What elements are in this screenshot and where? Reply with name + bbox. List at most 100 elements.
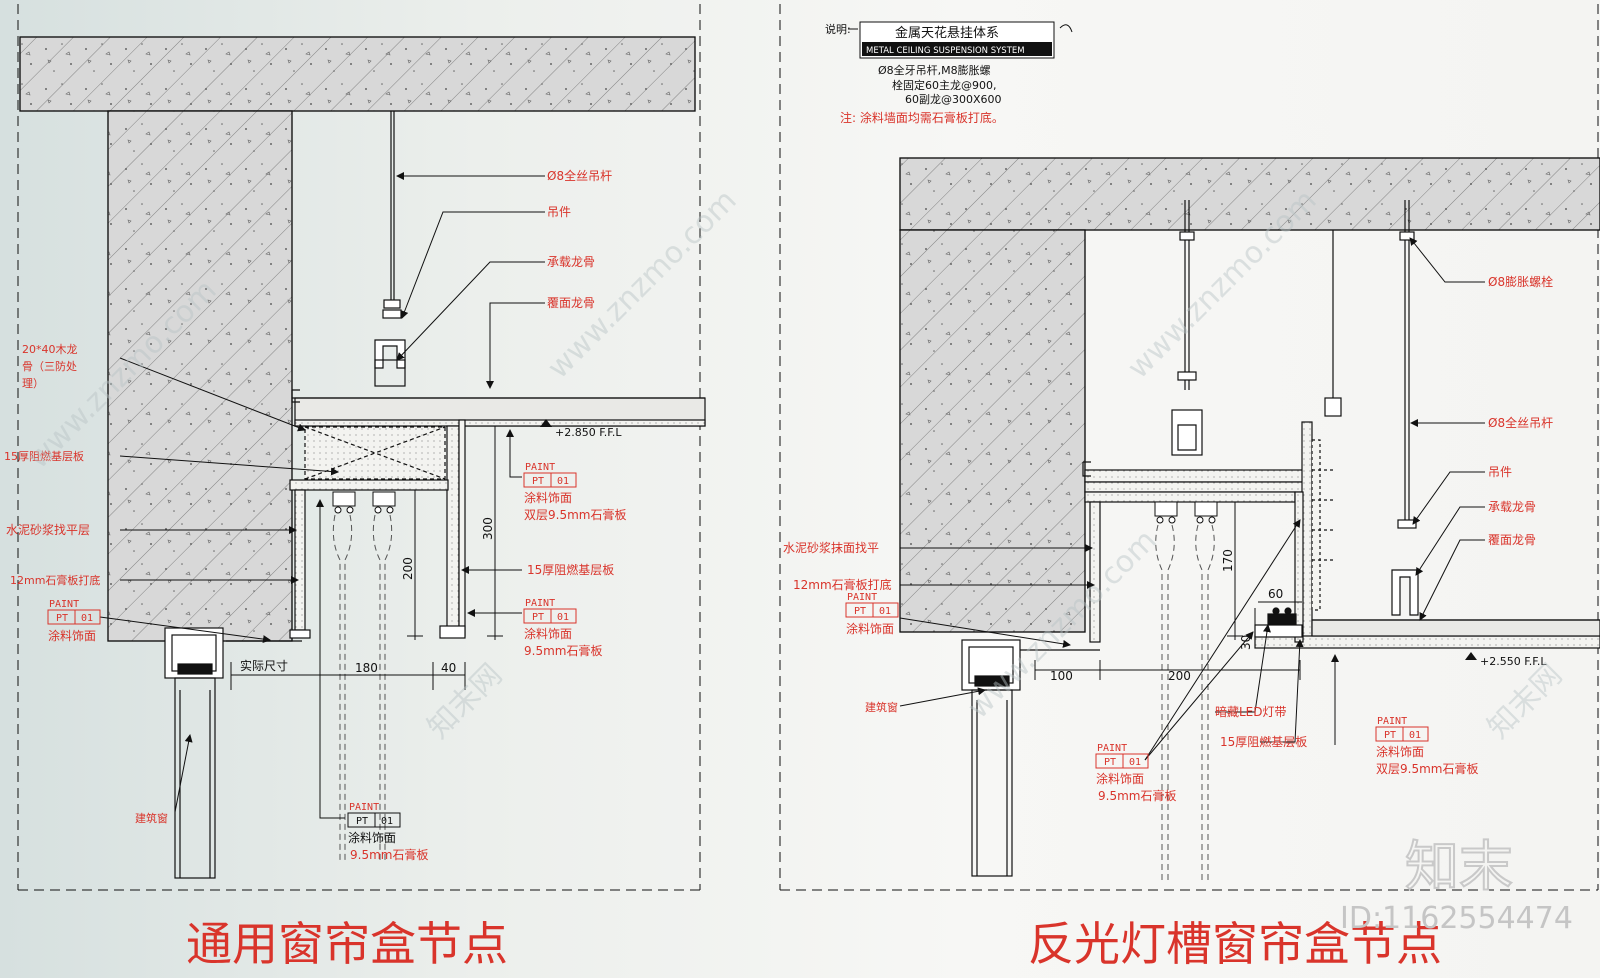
svg-text:PAINT: PAINT [525, 598, 555, 609]
left-window [164, 627, 224, 879]
left-label-window: 建筑窗 [135, 811, 168, 825]
svg-text:PAINT: PAINT [49, 599, 79, 610]
right-concrete [899, 157, 1600, 633]
svg-text:PT: PT [356, 816, 368, 827]
dim-100: 100 [1050, 669, 1073, 683]
left-paint-tag-2: PAINT PT 01 涂料饰面 [47, 599, 101, 643]
svg-text:双层9.5mm石膏板: 双层9.5mm石膏板 [1376, 761, 1478, 776]
right-label-bolt: Ø8膨胀螺栓 [1488, 274, 1553, 289]
right-window [961, 639, 1021, 877]
svg-text:涂料饰面: 涂料饰面 [1096, 771, 1144, 786]
left-curtain-tracks [332, 491, 396, 514]
system-en: METAL CEILING SUSPENSION SYSTEM [866, 46, 1025, 56]
svg-text:01: 01 [1409, 730, 1421, 741]
svg-text:01: 01 [381, 816, 393, 827]
svg-text:PAINT: PAINT [1097, 743, 1127, 754]
spec-line-2: 栓固定60主龙@900, [892, 78, 997, 92]
left-leaders [99, 172, 545, 819]
left-ceiling [226, 111, 706, 642]
spec-line-1: Ø8全牙吊杆,M8膨胀螺 [878, 63, 991, 77]
left-curtains [332, 514, 393, 860]
right-label-cement: 水泥砂浆抹面找平 [783, 540, 879, 555]
left-label-gypsum-base: 12mm石膏板打底 [10, 573, 100, 587]
system-cn: 金属天花悬挂体系 [895, 25, 999, 41]
svg-text:01: 01 [879, 606, 891, 617]
right-level-marker [1465, 652, 1477, 660]
right-label-window: 建筑窗 [865, 700, 898, 714]
dim-40: 40 [441, 661, 456, 675]
svg-text:PAINT: PAINT [1377, 716, 1407, 727]
left-label-cement: 水泥砂浆找平层 [6, 522, 90, 537]
svg-text:PAINT: PAINT [525, 462, 555, 473]
svg-text:涂料饰面: 涂料饰面 [48, 628, 96, 643]
left-label-hanger: 吊件 [547, 205, 571, 219]
right-label-base-board: 15厚阻燃基层板 [1220, 734, 1307, 749]
left-label-base-board-right: 15厚阻燃基层板 [527, 562, 614, 577]
right-frame [779, 4, 1599, 891]
svg-text:01: 01 [557, 476, 569, 487]
dim-60: 60 [1268, 587, 1283, 601]
svg-text:01: 01 [1129, 757, 1141, 768]
svg-text:PT: PT [1104, 757, 1116, 768]
left-paint-tag-1: PAINT PT 01 涂料饰面 双层9.5mm石膏板 [523, 462, 626, 522]
left-label-wood-keel-3: 理） [22, 377, 44, 390]
right-label-cover-keel: 覆面龙骨 [1488, 533, 1536, 547]
image-id: ID:1162554474 [1340, 901, 1573, 936]
svg-text:9.5mm石膏板: 9.5mm石膏板 [524, 643, 602, 658]
right-label-hanger: 吊件 [1488, 465, 1512, 479]
dim-170: 170 [1221, 549, 1235, 572]
dim-180: 180 [355, 661, 378, 675]
svg-text:www.znzmo.com: www.znzmo.com [541, 183, 744, 386]
svg-text:涂料饰面: 涂料饰面 [1376, 744, 1424, 759]
svg-text:PT: PT [1384, 730, 1396, 741]
right-leaders [899, 237, 1485, 761]
left-label-wood-keel-2: 骨（三防处 [22, 359, 77, 373]
left-concrete [19, 36, 696, 642]
svg-text:PT: PT [56, 613, 68, 624]
svg-text:涂料饰面: 涂料饰面 [348, 830, 396, 845]
svg-text:01: 01 [557, 612, 569, 623]
spec-line-3: 60副龙@300X600 [905, 93, 1002, 106]
right-level: +2.550 F.F.L [1480, 655, 1547, 668]
left-dimensions [230, 425, 503, 690]
remark: 注: 涂料墙面均需石膏板打底。 [840, 110, 1004, 125]
svg-text:涂料饰面: 涂料饰面 [846, 621, 894, 636]
right-label-main-keel: 承载龙骨 [1488, 500, 1536, 514]
svg-text:知末网: 知末网 [1481, 657, 1569, 745]
left-frame [17, 4, 701, 891]
right-curtains [1155, 524, 1215, 880]
svg-text:PT: PT [532, 612, 544, 623]
right-label-hanger-rod: Ø8全丝吊杆 [1488, 415, 1553, 430]
left-label-cover-keel: 覆面龙骨 [547, 296, 595, 310]
right-label-gypsum-base: 12mm石膏板打底 [793, 577, 892, 592]
right-title: 反光灯槽窗帘盒节点 [1028, 917, 1442, 971]
dim-300: 300 [481, 517, 495, 540]
svg-text:9.5mm石膏板: 9.5mm石膏板 [1098, 788, 1176, 803]
right-paint-tag-3: PAINT PT 01 涂料饰面 双层9.5mm石膏板 [1375, 716, 1478, 776]
svg-text:PAINT: PAINT [349, 802, 379, 813]
svg-text:9.5mm石膏板: 9.5mm石膏板 [350, 847, 428, 862]
actual-size-label: 实际尺寸 [240, 658, 288, 673]
svg-text:双层9.5mm石膏板: 双层9.5mm石膏板 [524, 507, 626, 522]
dim-200: 200 [1168, 669, 1191, 683]
left-level: +2.850 F.F.L [555, 426, 622, 439]
left-paint-tag-4: PAINT PT 01 涂料饰面 9.5mm石膏板 [347, 802, 428, 862]
dim-200: 200 [401, 557, 415, 580]
right-dimensions [1034, 501, 1302, 680]
right-curtain-tracks [1154, 501, 1218, 524]
svg-text:PT: PT [854, 606, 866, 617]
left-label-hanger-rod: Ø8全丝吊杆 [547, 168, 612, 183]
brand-logo: 知末 [1405, 835, 1513, 898]
left-title: 通用窗帘盒节点 [186, 917, 508, 971]
svg-text:涂料饰面: 涂料饰面 [524, 626, 572, 641]
left-label-base-board: 15厚阻燃基层板 [4, 449, 84, 463]
svg-text:涂料饰面: 涂料饰面 [524, 490, 572, 505]
right-paint-tag-2: PAINT PT 01 涂料饰面 9.5mm石膏板 [1095, 743, 1176, 803]
svg-text:PT: PT [532, 476, 544, 487]
svg-text:01: 01 [81, 613, 93, 624]
right-paint-tag-1: PAINT PT 01 涂料饰面 [845, 592, 899, 636]
left-label-wood-keel-1: 20*40木龙 [22, 343, 78, 356]
left-paint-tag-3: PAINT PT 01 涂料饰面 9.5mm石膏板 [523, 598, 602, 658]
